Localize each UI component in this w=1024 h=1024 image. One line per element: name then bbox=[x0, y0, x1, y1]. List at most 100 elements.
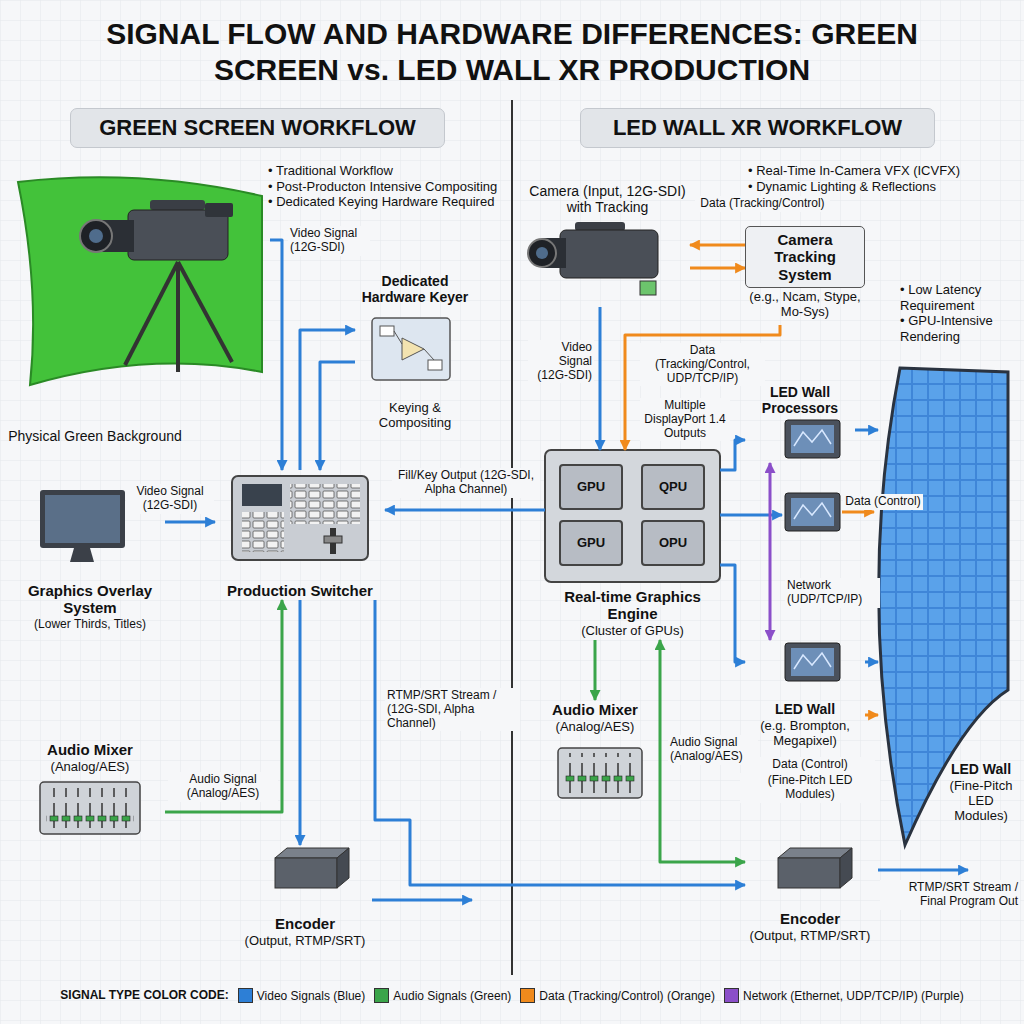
gpu-chip: GPU bbox=[559, 520, 623, 566]
legend-swatch bbox=[520, 988, 535, 1003]
edge-label: Audio Signal (Analog/AES) bbox=[168, 772, 278, 802]
illustration-part bbox=[428, 360, 442, 370]
legend-item: Audio Signals (Green) bbox=[374, 988, 511, 1003]
illustration-part bbox=[40, 490, 125, 548]
illustration-part bbox=[275, 848, 349, 858]
legend-text: Data (Tracking/Control) (Orange) bbox=[539, 989, 715, 1003]
gpu-chip: QPU bbox=[641, 464, 705, 510]
illustration-part bbox=[45, 495, 120, 543]
illustration-part bbox=[324, 536, 342, 543]
node-text: GPU bbox=[577, 536, 605, 551]
illustration-part bbox=[125, 262, 178, 365]
node-text: (Analog/AES) bbox=[51, 760, 130, 775]
signal-connector bbox=[300, 330, 355, 470]
signal-connector bbox=[385, 509, 545, 512]
node-text: Encoder bbox=[780, 910, 840, 927]
graphics-engine: Real-time Graphics Engine(Cluster of GPU… bbox=[545, 450, 720, 640]
bullet-note: • Dedicated Keying Hardware Required bbox=[268, 194, 512, 210]
annotation-label: Data (Control) bbox=[745, 757, 875, 773]
node-text: Physical Green Background bbox=[5, 428, 185, 444]
illustration-part bbox=[791, 498, 834, 526]
illustration-part bbox=[536, 247, 548, 259]
legend-swatch bbox=[374, 988, 389, 1003]
signal-connector bbox=[320, 362, 355, 470]
encoder-icon bbox=[275, 848, 852, 888]
illustration-part bbox=[560, 230, 658, 278]
legend-text: Audio Signals (Green) bbox=[393, 989, 511, 1003]
node-text: Audio Mixer bbox=[552, 701, 638, 718]
output-wire bbox=[878, 869, 968, 872]
signal-connector bbox=[855, 429, 878, 432]
color-legend: SIGNAL TYPE COLOR CODE:Video Signals (Bl… bbox=[0, 988, 1024, 1003]
switcher-icon bbox=[232, 476, 368, 560]
legend-item: Network (Ethernet, UDP/TCP/IP) (Purple) bbox=[724, 988, 964, 1003]
bullet-note: • Traditional Workflow bbox=[268, 163, 512, 179]
legend-title: SIGNAL TYPE COLOR CODE: bbox=[60, 988, 228, 1002]
illustration-part bbox=[176, 262, 180, 372]
illustration-part bbox=[205, 203, 233, 217]
illustration-part bbox=[785, 420, 840, 458]
note-list: • Traditional Workflow• Post-Producton I… bbox=[268, 163, 512, 210]
divider-line bbox=[511, 100, 513, 975]
node-text: LED Wall bbox=[942, 761, 1020, 777]
edge-label: Data (Tracking/Control) bbox=[695, 196, 830, 212]
keyer-box: Dedicated Hardware KeyerKeying & Composi… bbox=[355, 272, 475, 432]
signal-connector bbox=[625, 325, 780, 450]
illustration-part bbox=[46, 788, 134, 828]
green-screen-set bbox=[18, 177, 262, 385]
processor-box: LED Wall(e.g. Brompton, Megapixel) bbox=[745, 640, 865, 750]
illustration-part bbox=[290, 484, 360, 524]
legend-swatch bbox=[238, 988, 253, 1003]
illustration-part bbox=[778, 858, 840, 888]
node-text: (Output, RTMP/SRT) bbox=[245, 934, 366, 949]
signal-connector bbox=[690, 244, 745, 247]
signal-connector bbox=[270, 240, 282, 470]
node-text: GREEN SCREEN WORKFLOW bbox=[99, 115, 416, 140]
section-band: LED WALL XR WORKFLOW bbox=[580, 108, 935, 148]
node-text: QPU bbox=[659, 480, 687, 495]
edge-label: Video Signal (12G-SDI) bbox=[528, 340, 594, 383]
illustration-part bbox=[528, 239, 556, 267]
illustration-part bbox=[242, 484, 282, 506]
node-text: (Cluster of GPUs) bbox=[581, 624, 684, 639]
node-text: LED Wall Processors bbox=[745, 384, 855, 416]
bullet-note: • Low Latency Requirement bbox=[900, 282, 1018, 313]
node-text: (Analog/AES) bbox=[556, 720, 635, 735]
illustration-part bbox=[794, 430, 831, 446]
node-text: (e.g. Brompton, Megapixel) bbox=[745, 719, 865, 749]
illustration-part bbox=[640, 281, 656, 295]
node-text: (Fine-Pitch LED Modules) bbox=[942, 779, 1020, 824]
illustration-part bbox=[242, 512, 284, 552]
node-text: Production Switcher bbox=[227, 582, 373, 599]
edge-label: Network (UDP/TCP/IP) bbox=[785, 578, 880, 608]
encoder-box: Encoder (Output, RTMP/SRT) bbox=[745, 840, 875, 945]
audio-mixer-icon bbox=[40, 748, 642, 834]
node-text: Graphics Overlay System bbox=[15, 582, 165, 617]
illustration-part bbox=[372, 318, 450, 380]
node-text: (Output, RTMP/SRT) bbox=[750, 929, 871, 944]
illustration-part bbox=[18, 177, 262, 385]
illustration-part bbox=[794, 503, 831, 519]
node-text: (e.g., Ncam, Stype, Mo-Sys) bbox=[745, 290, 865, 320]
illustration-part bbox=[275, 858, 337, 888]
edge-label: Fill/Key Output (12G-SDI, Alpha Channel) bbox=[392, 468, 540, 498]
illustration-part bbox=[785, 493, 840, 531]
illustration-part bbox=[128, 210, 228, 260]
bullet-note: • Post-Producton Intensive Compositing bbox=[268, 179, 512, 195]
processor-icons bbox=[785, 420, 840, 681]
illustration-part bbox=[89, 229, 103, 243]
green-screen-node: Physical Green Background bbox=[5, 170, 270, 445]
encoder-box: Encoder(Output, RTMP/SRT) bbox=[240, 845, 370, 950]
illustration-part bbox=[402, 338, 424, 360]
edge-label: Video Signal (12G-SDI) bbox=[288, 226, 370, 256]
node-text: (Lower Thirds, Titles) bbox=[34, 618, 146, 632]
node-text: OPU bbox=[659, 536, 687, 551]
edge-label: RTMP/SRT Stream / (12G-SDI, Alpha Channe… bbox=[385, 688, 520, 731]
node-text: LED WALL XR WORKFLOW bbox=[613, 115, 902, 140]
signal-connector bbox=[165, 521, 215, 524]
signal-connector bbox=[720, 565, 745, 662]
annotation-label: (Fine-Pitch LED Modules) bbox=[740, 773, 880, 803]
signal-connector bbox=[690, 267, 745, 270]
edge-label: Data (Tracking/Control, UDP/TCP/IP) bbox=[640, 343, 765, 386]
